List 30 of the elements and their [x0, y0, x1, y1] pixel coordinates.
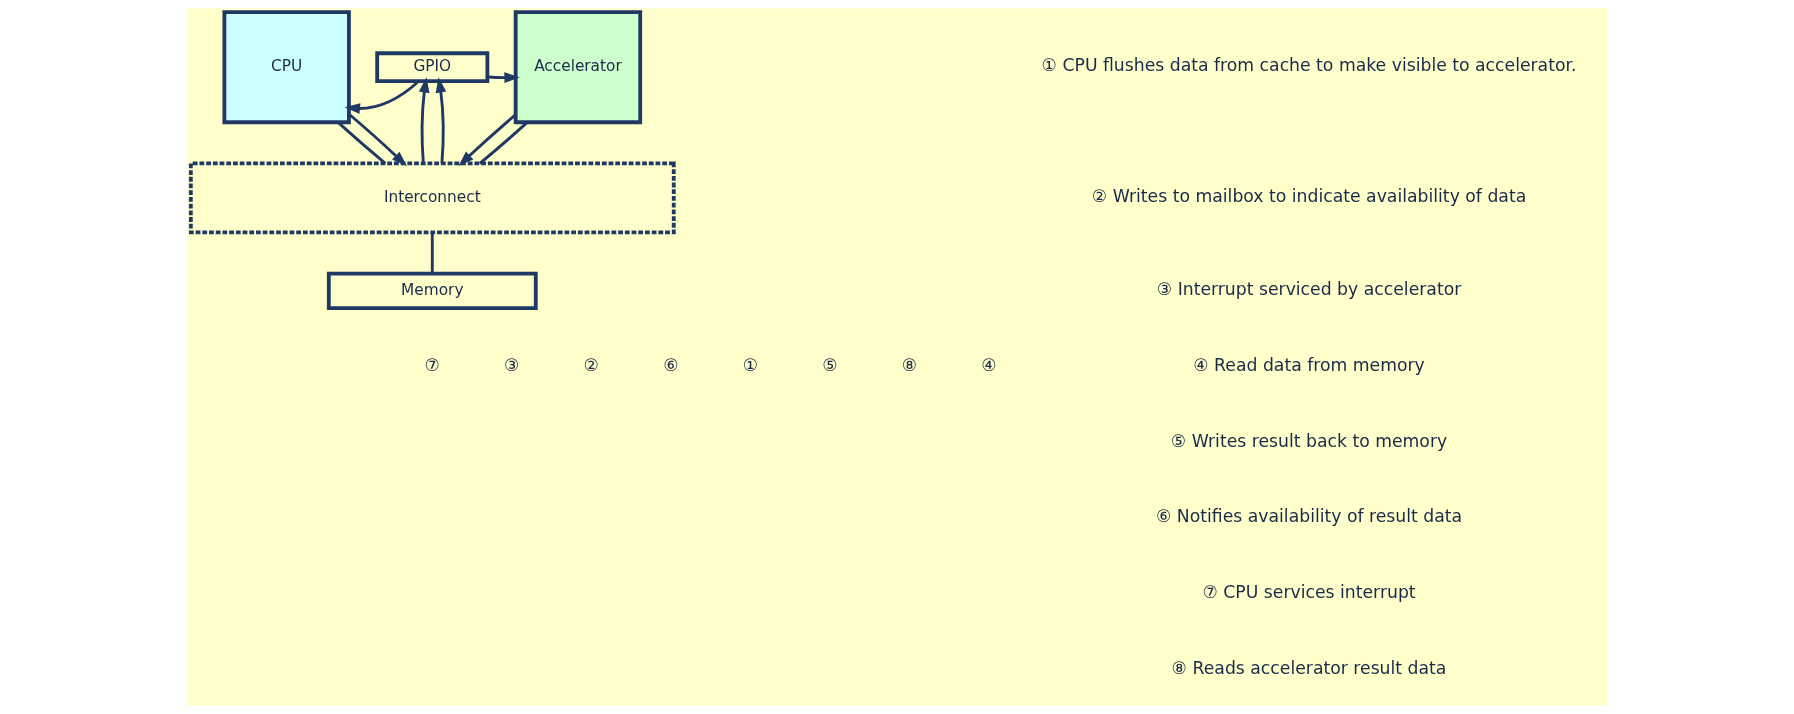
label: ③ Interrupt serviced by accelerator	[1156, 279, 1462, 300]
label: ①	[742, 354, 759, 375]
connector	[479, 121, 529, 165]
label: ② Writes to mailbox to indicate availability of data	[1091, 186, 1527, 207]
node-box: CPU	[222, 10, 351, 125]
arrow	[435, 77, 447, 164]
label: ④	[981, 354, 997, 375]
node-box: GPIO	[375, 51, 490, 83]
arrow	[418, 77, 430, 164]
label: ⑥	[663, 354, 679, 375]
label: ⑧	[901, 354, 918, 375]
node-box: Accelerator	[513, 10, 643, 125]
node-box: Interconnect	[188, 161, 676, 235]
label: ⑦	[424, 354, 441, 375]
arrow	[348, 113, 407, 167]
arrow	[487, 72, 520, 83]
label: ① CPU flushes data from cache to make visible to accelerator.	[1041, 55, 1577, 76]
label: ⑤ Writes result back to memory	[1170, 430, 1448, 451]
arrow	[344, 80, 420, 114]
connector	[430, 232, 434, 274]
label: ⑧ Reads accelerator result data	[1171, 657, 1447, 678]
label: ⑥ Notifies availability of result data	[1155, 506, 1463, 527]
node-box: Memory	[326, 271, 538, 311]
label: ⑤	[822, 354, 838, 375]
label: ②	[583, 354, 600, 375]
label: ③	[504, 354, 520, 375]
label: ④ Read data from memory	[1193, 354, 1425, 375]
connector	[337, 121, 387, 165]
label: ⑦ CPU services interrupt	[1202, 581, 1416, 602]
arrow	[458, 113, 517, 167]
